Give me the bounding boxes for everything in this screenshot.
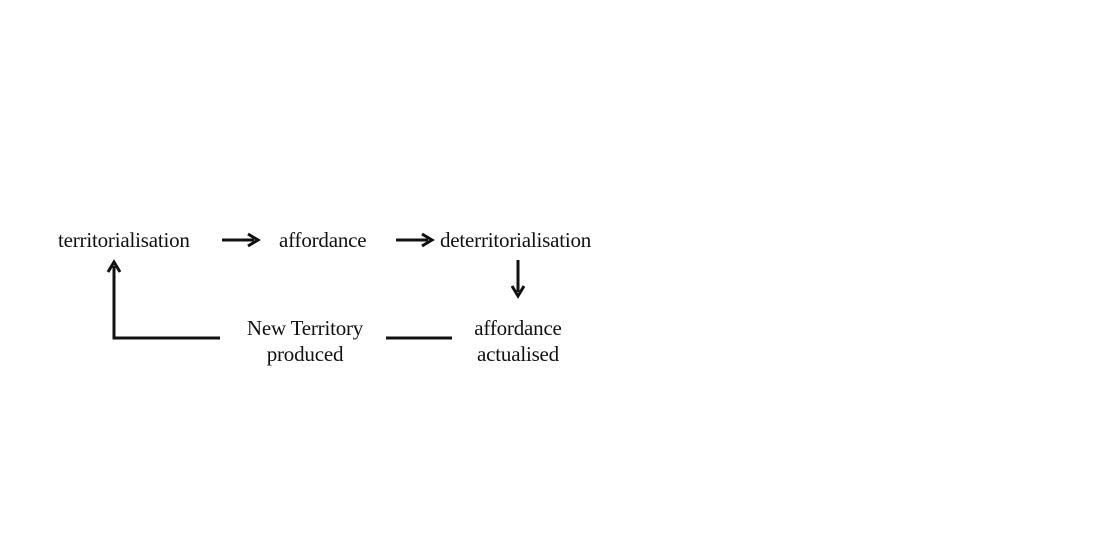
arrowhead-down-icon bbox=[510, 285, 526, 299]
node-affordance-actualised: affordance actualised bbox=[458, 315, 578, 367]
node-new-territory-produced: New Territory produced bbox=[228, 315, 382, 367]
node-new-territory-line2: produced bbox=[266, 342, 344, 366]
arrowhead-right-icon bbox=[247, 232, 261, 248]
node-affordance-actualised-line2: actualised bbox=[477, 342, 559, 366]
node-territorialisation: territorialisation bbox=[58, 228, 190, 252]
arrowhead-right-icon bbox=[421, 232, 435, 248]
edge-territorialisation-to-affordance bbox=[222, 232, 261, 248]
edge-affordance-to-deterritorialisation bbox=[396, 232, 435, 248]
edge-deterritorialisation-to-affordance-actualised bbox=[510, 260, 526, 299]
arrowhead-up-icon bbox=[106, 259, 122, 273]
node-affordance-actualised-line1: affordance bbox=[474, 316, 562, 340]
node-deterritorialisation: deterritorialisation bbox=[440, 228, 592, 252]
edge-new-territory-to-territorialisation bbox=[106, 259, 220, 340]
edge-elbow-line bbox=[112, 266, 220, 340]
node-new-territory-line1: New Territory bbox=[246, 316, 364, 340]
node-affordance: affordance bbox=[279, 228, 367, 252]
